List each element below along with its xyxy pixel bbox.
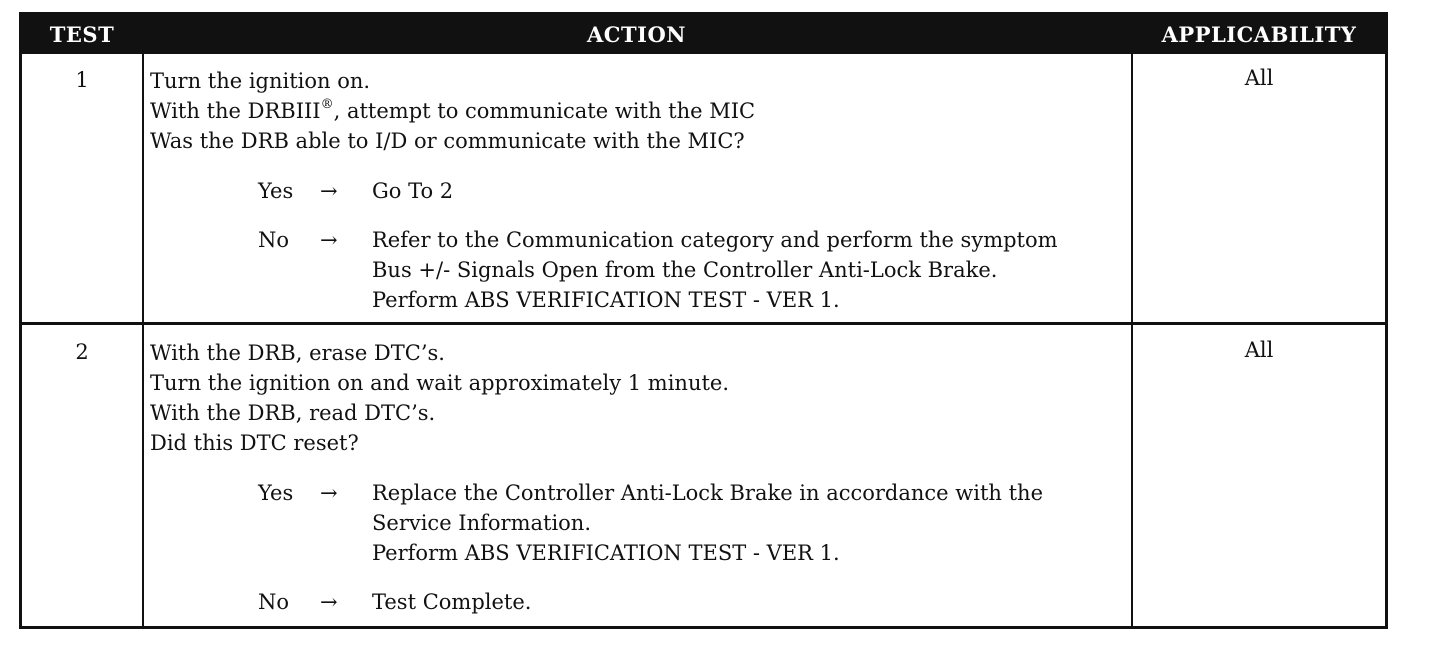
test-number: 2: [75, 340, 89, 364]
response-text: Go To 2: [372, 179, 454, 203]
instruction-line: Was the DRB able to I/D or communicate w…: [150, 129, 745, 153]
response-answer: No: [258, 228, 290, 252]
applicability-value: All: [1244, 66, 1274, 90]
instruction-line: With the DRBIII®, attempt to communicate…: [150, 97, 756, 123]
arrow-icon: →: [320, 590, 338, 614]
diagnostic-test-table: TEST ACTION APPLICABILITY 1 All Turn the…: [19, 12, 1388, 629]
action-instructions: Turn the ignition on. With the DRBIII®, …: [150, 66, 755, 156]
applicability-value: All: [1244, 338, 1274, 362]
row-divider: [22, 322, 1385, 325]
arrow-icon: →: [320, 179, 338, 203]
response-text: Refer to the Communication category and …: [372, 228, 1058, 312]
header-applicability: APPLICABILITY: [1161, 22, 1357, 47]
arrow-icon: →: [320, 228, 338, 252]
response-answer: No: [258, 590, 290, 614]
action-instructions: With the DRB, erase DTC’s. Turn the igni…: [150, 338, 729, 458]
test-number: 1: [75, 68, 89, 92]
instruction-line: Turn the ignition on and wait approximat…: [150, 371, 730, 395]
instruction-line: With the DRB, erase DTC’s.: [150, 341, 445, 365]
response-text: Test Complete.: [372, 590, 532, 614]
instruction-line: Turn the ignition on.: [150, 69, 371, 93]
instruction-line: Did this DTC reset?: [150, 431, 359, 455]
header-test: TEST: [49, 22, 115, 47]
response-answer: Yes: [258, 481, 294, 505]
instruction-line: With the DRB, read DTC’s.: [150, 401, 436, 425]
column-divider: [142, 54, 144, 626]
header-action: ACTION: [587, 22, 686, 47]
response-text: Replace the Controller Anti-Lock Brake i…: [372, 481, 1044, 565]
arrow-icon: →: [320, 481, 338, 505]
registered-mark: ®: [320, 97, 334, 112]
response-answer: Yes: [258, 179, 294, 203]
column-divider: [1131, 54, 1133, 626]
table-header: TEST ACTION APPLICABILITY: [22, 15, 1385, 54]
